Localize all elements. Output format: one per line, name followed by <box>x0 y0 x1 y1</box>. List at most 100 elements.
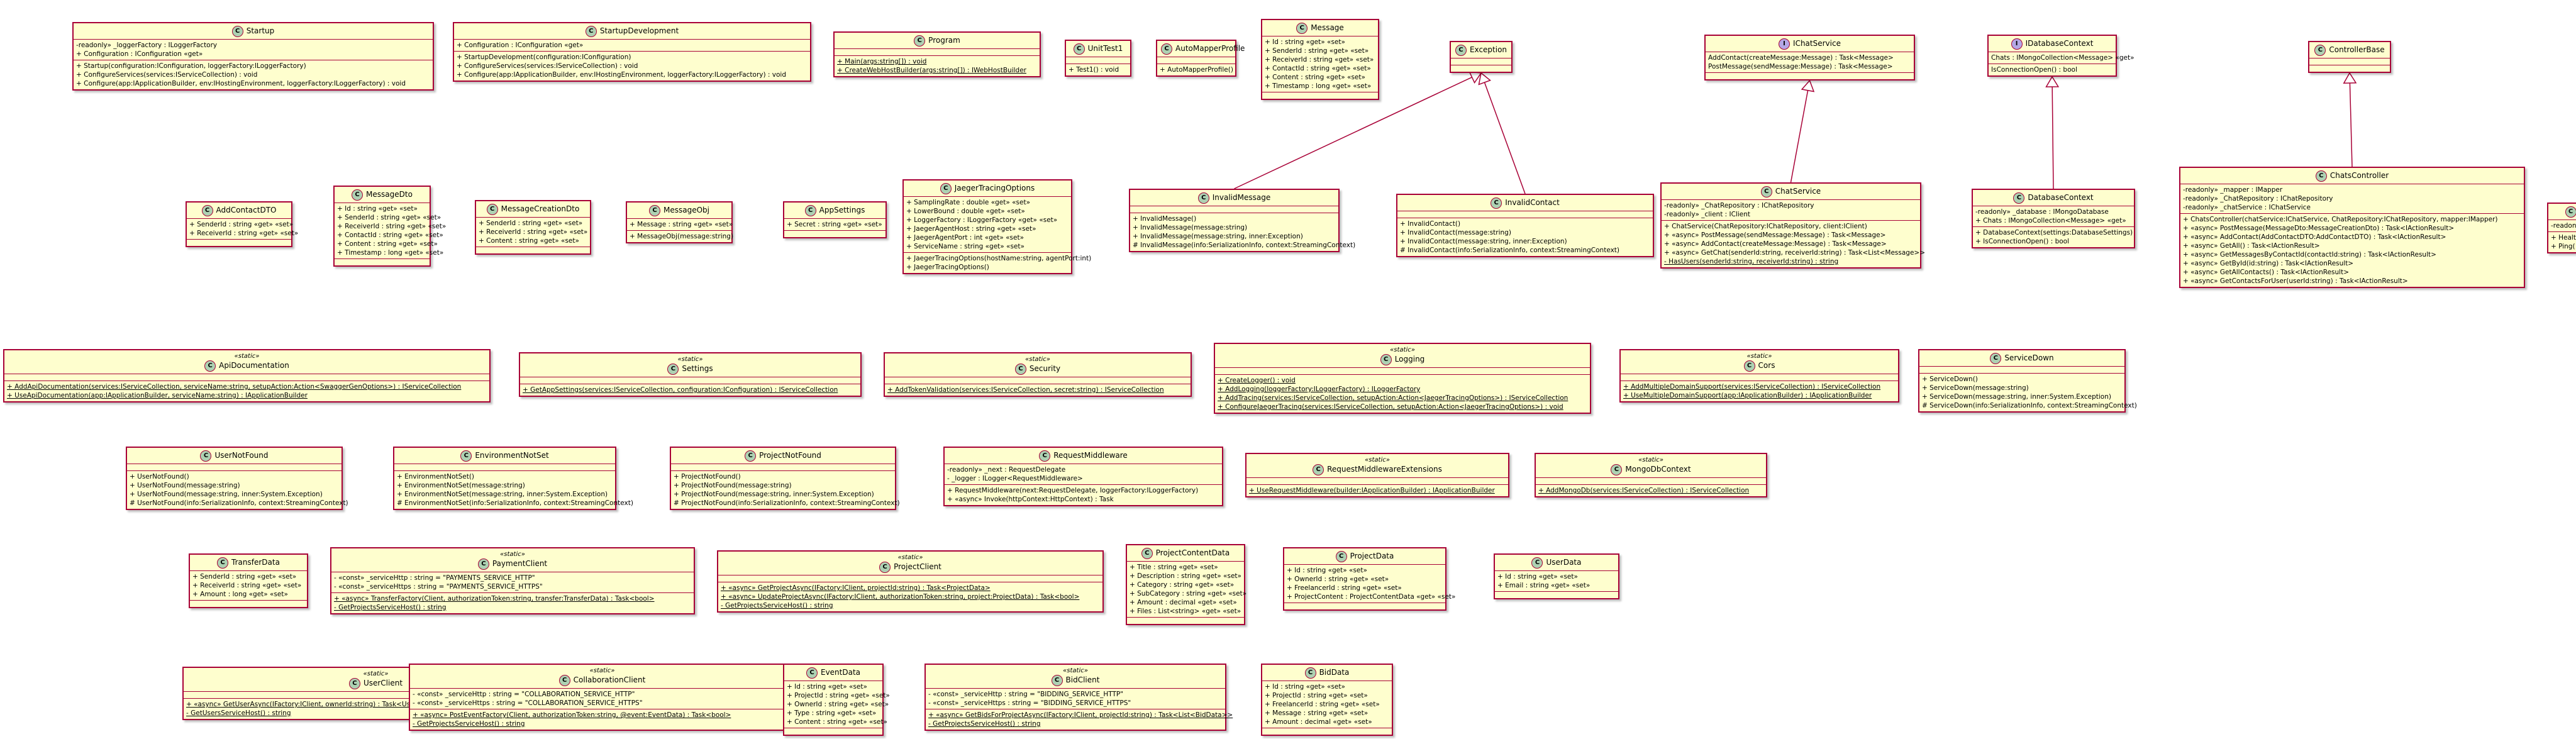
method-line: # ServiceDown(info:SerializationInfo, co… <box>1922 402 2137 409</box>
stereotype-label: «static» <box>234 353 260 360</box>
field-line: + ServiceName : string «get» «set» <box>906 243 1024 250</box>
methods-section <box>1262 728 1392 735</box>
fields-section <box>4 374 489 381</box>
field-line: + ReceiverId : string «get» «set» <box>189 230 299 237</box>
methods-section: + ServiceDown()+ ServiceDown(message:str… <box>1919 374 2137 411</box>
fields-section <box>1621 374 1898 381</box>
class-name: ApiDocumentation <box>219 361 289 370</box>
stereotype-label: «static» <box>1025 356 1050 363</box>
method-line: + «async» GetAll() : Task<IActionResult> <box>2183 242 2320 250</box>
fields-section <box>1157 57 1235 64</box>
field-line: + JaegerAgentHost : string «get» «set» <box>906 225 1036 233</box>
field-line: + Description : string «get» «set» <box>1130 572 1241 580</box>
methods-section: + UseRequestMiddleware(builder:IApplicat… <box>1246 485 1508 496</box>
fields-section: -readonly» _next : RequestDelegate- _log… <box>945 464 1222 485</box>
method-line: + Healt <box>2551 234 2576 242</box>
class-name: Settings <box>682 364 713 373</box>
interface-marker-icon: I <box>2011 38 2023 50</box>
methods-section <box>187 240 291 246</box>
method-line: # InvalidMessage(info:SerializationInfo,… <box>1133 242 1356 249</box>
methods-section: + «async» GetBidsForProjectAsync(IFactor… <box>926 709 1233 730</box>
methods-section: + ChatsController(chatService:IChatServi… <box>2180 214 2524 287</box>
field-line: + Timestamp : long «get» «set» <box>337 249 444 257</box>
field-line: + JaegerAgentPort : int «get» «set» <box>906 234 1024 242</box>
methods-section: + AddMongoDb(services:IServiceCollection… <box>1536 485 1766 496</box>
fields-section: + Secret : string «get» «set» <box>784 219 886 231</box>
class-name: JaegerTracingOptions <box>954 184 1035 192</box>
methods-section <box>1451 65 1511 72</box>
class-box-partialright[interactable]: C-readonl+ Healt+ Ping( <box>2547 203 2576 253</box>
method-line: + CreateLogger() : void <box>1218 377 1296 384</box>
field-line: + FreelancerId : string «get» «set» <box>1265 701 1380 708</box>
class-name: EventData <box>820 668 861 677</box>
fields-section: Chats : IMongoCollection<Message> «get» <box>1989 52 2135 64</box>
field-line: + FreelancerId : string «get» «set» <box>1287 584 1402 592</box>
class-name: EnvironmentNotSet <box>475 451 549 460</box>
method-line: + StartupDevelopment(configuration:IConf… <box>457 53 631 61</box>
field-line: + LoggerFactory : ILoggerFactory «get» «… <box>906 216 1058 224</box>
field-line: + Amount : decimal «get» «set» <box>1265 718 1372 726</box>
field-line: + Amount : decimal «get» «set» <box>1130 599 1237 606</box>
field-line: AddContact(createMessage:Message) : Task… <box>1708 54 1894 62</box>
relation-line-invalidcontact-exception <box>1484 82 1526 194</box>
method-line: + RequestMiddleware(next:RequestDelegate… <box>947 487 1199 494</box>
fields-section: + Id : string «get» «set»+ Email : strin… <box>1495 571 1618 592</box>
field-line: + ContactId : string «get» «set» <box>1265 65 1371 72</box>
method-line: + «async» GetBidsForProjectAsync(IFactor… <box>928 711 1233 719</box>
relation-line-chatservice-ichatservice <box>1790 90 1809 183</box>
class-name: BidClient <box>1065 675 1100 684</box>
field-line: + Content : string «get» «set» <box>1265 74 1365 81</box>
field-line: -readonly» _chatService : IChatService <box>2183 204 2311 211</box>
class-name: MessageCreationDto <box>501 204 580 213</box>
fields-section: + Id : string «get» «set»+ OwnerId : str… <box>1284 565 1455 603</box>
